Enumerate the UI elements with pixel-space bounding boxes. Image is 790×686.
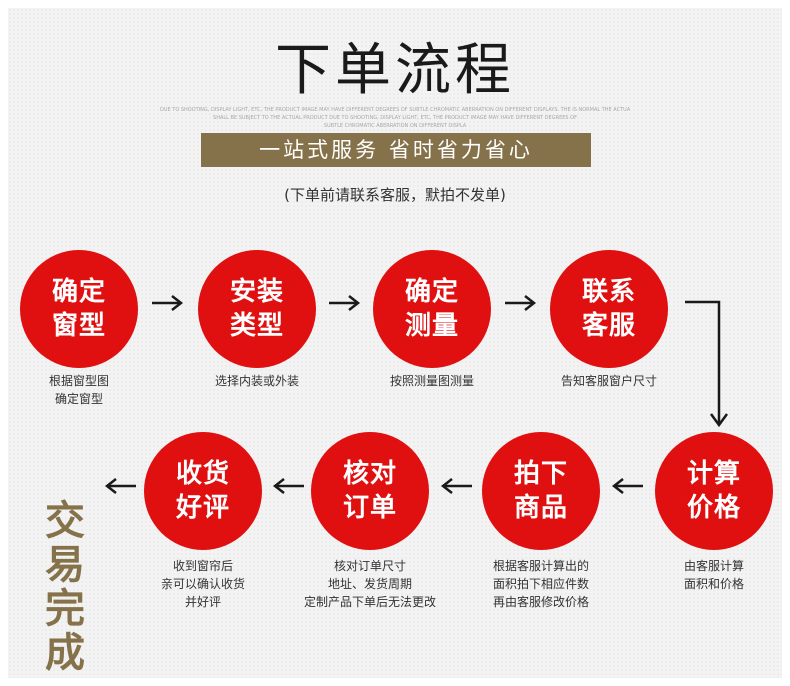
step-2-circle: 安装 类型 — [198, 250, 316, 368]
arrow-left-icon — [104, 478, 136, 494]
order-note: (下单前请联系客服，默拍不发单) — [284, 186, 506, 204]
page-title: 下单流程 — [275, 38, 515, 103]
trade-complete-text: 交 易 完 成 — [45, 498, 85, 676]
step-7-caption: 核对订单尺寸 地址、发货周期 定制产品下单后无法更改 — [303, 559, 436, 609]
disclaimer-line-1: DUE TO SHOOTING, DISPLAY LIGHT, ETC, THE… — [160, 107, 630, 113]
arrow-left-icon — [611, 478, 643, 494]
step-6-caption: 根据客服计算出的 面积拍下相应件数 再由客服修改价格 — [492, 559, 589, 609]
disclaimer-line-3: SUBTLE CHROMATIC ABERRATION ON DIFFERENT… — [323, 123, 467, 129]
step-6-circle: 拍下 商品 — [482, 432, 600, 550]
arrow-right-icon — [505, 295, 537, 311]
arrow-right-icon — [152, 295, 184, 311]
step-1-circle: 确定 窗型 — [20, 250, 138, 368]
step-4-circle: 联系 客服 — [550, 250, 668, 368]
arrow-turn-down-icon — [685, 300, 729, 428]
step-4-caption: 告知客服窗户尺寸 — [560, 374, 657, 388]
arrow-right-icon — [329, 295, 361, 311]
step-3-caption: 按照测量图测量 — [389, 374, 474, 388]
step-8-circle: 收货 好评 — [144, 432, 262, 550]
step-8-caption: 收到窗帘后 亲可以确认收货 并好评 — [160, 559, 245, 609]
slogan-banner: 一站式服务 省时省力省心 — [201, 133, 591, 167]
step-5-circle: 计算 价格 — [655, 432, 773, 550]
step-1-caption: 根据窗型图 确定窗型 — [48, 374, 109, 406]
arrow-left-icon — [440, 478, 472, 494]
step-2-caption: 选择内装或外装 — [214, 374, 299, 388]
step-5-caption: 由客服计算 面积和价格 — [683, 559, 744, 591]
step-7-circle: 核对 订单 — [311, 432, 429, 550]
step-3-circle: 确定 测量 — [373, 250, 491, 368]
disclaimer-line-2: SHALL BE SUBJECT TO THE ACTUAL PRODUCT D… — [213, 115, 577, 121]
trade-complete-label: 交 易 完 成 — [40, 455, 90, 675]
arrow-left-icon — [272, 478, 304, 494]
